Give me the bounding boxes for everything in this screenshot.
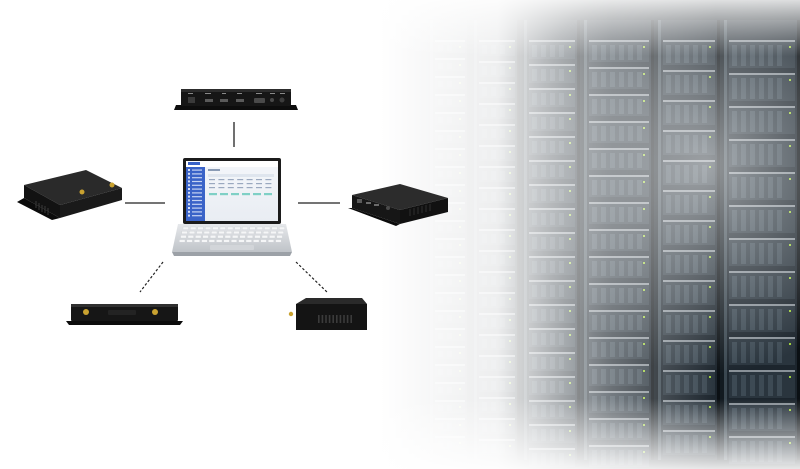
ethernet-port-icon (357, 199, 362, 203)
usb-port-icon (205, 99, 213, 102)
app-sidebar-items (188, 169, 202, 217)
antenna-connector-icon (288, 311, 294, 317)
usb-port-icon (374, 204, 379, 206)
device-right-box (348, 184, 448, 226)
usb-port-icon (366, 202, 371, 204)
app-sidebar (186, 167, 205, 221)
laptop-keyboard-deck (172, 224, 292, 252)
link-bottom-right (295, 261, 328, 293)
antenna-connector-icon (109, 182, 115, 188)
antenna-connector-icon (152, 309, 158, 315)
laptop-hub (172, 158, 292, 256)
laptop-keys (179, 226, 285, 243)
audio-jack-icon (270, 98, 274, 102)
laptop-trackpad (210, 245, 254, 250)
antenna-connector-icon (79, 189, 85, 195)
device-left-router (17, 170, 122, 220)
app-table (208, 174, 274, 196)
link-bottom-left (139, 261, 164, 293)
device-bottom-left-box (66, 304, 183, 325)
app-logo (188, 162, 200, 165)
ethernet-port-icon (188, 97, 195, 103)
device-top-settop-box (174, 89, 298, 110)
vent-slots (318, 315, 352, 323)
antenna-connector-icon (83, 309, 89, 315)
connection-lines (125, 122, 340, 293)
background-glow (380, 0, 800, 469)
hdmi-port-icon (254, 98, 265, 103)
usb-port-icon (220, 99, 228, 102)
device-bottom-right-box (288, 298, 367, 330)
power-jack-icon (279, 97, 285, 103)
usb-port-icon (236, 99, 244, 102)
